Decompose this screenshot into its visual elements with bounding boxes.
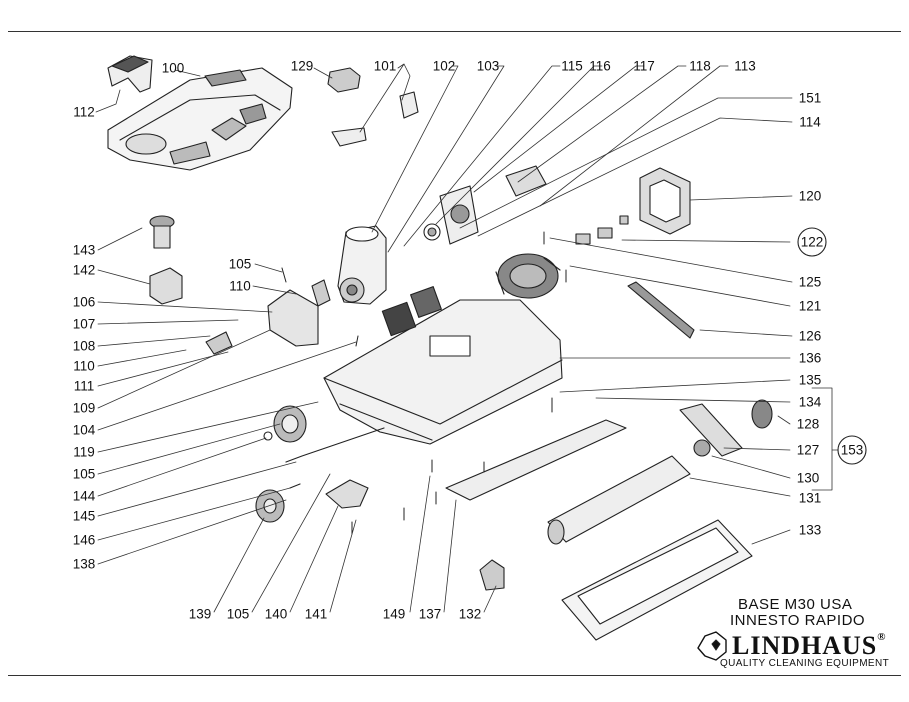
top-cover-part xyxy=(107,67,293,171)
callout-circle-153 xyxy=(837,435,867,465)
leader-lines xyxy=(95,63,841,613)
washer-part xyxy=(263,431,273,441)
label-142: 142 xyxy=(72,262,96,278)
label-118: 118 xyxy=(689,58,711,74)
label-145: 145 xyxy=(72,508,96,524)
label-139: 139 xyxy=(188,606,212,622)
label-130: 130 xyxy=(796,470,820,486)
label-103: 103 xyxy=(476,58,500,74)
latch-part xyxy=(205,331,233,355)
label-117: 117 xyxy=(633,58,655,74)
bearing-part xyxy=(693,439,711,457)
label-153: 153 xyxy=(840,442,864,458)
label-106: 106 xyxy=(72,294,96,310)
label-151: 151 xyxy=(798,90,822,106)
lever-part xyxy=(325,479,369,509)
label-138: 138 xyxy=(72,556,96,572)
knob-part xyxy=(149,215,175,249)
fittings-part xyxy=(575,215,629,245)
label-129: 129 xyxy=(290,58,314,74)
label-110-left: 110 xyxy=(73,358,95,374)
label-133: 133 xyxy=(798,522,822,538)
wheel-second-part xyxy=(255,489,285,523)
label-149: 149 xyxy=(382,606,406,622)
label-105-left: 105 xyxy=(72,466,96,482)
flap-part xyxy=(331,127,367,147)
label-144: 144 xyxy=(72,488,96,504)
label-119: 119 xyxy=(73,444,95,460)
motor-housing-part xyxy=(337,225,387,305)
wheel-part xyxy=(273,405,307,443)
end-cap-part xyxy=(479,559,505,591)
label-111: 111 xyxy=(73,378,95,394)
label-146: 146 xyxy=(72,532,96,548)
brand-emblem-icon xyxy=(697,631,727,661)
label-132: 132 xyxy=(458,606,482,622)
label-134: 134 xyxy=(798,394,822,410)
label-137: 137 xyxy=(418,606,442,622)
label-109: 109 xyxy=(72,400,96,416)
brand-name: LINDHAUS xyxy=(732,631,878,660)
label-110-top: 110 xyxy=(229,278,251,294)
mounting-plate-part xyxy=(423,185,479,245)
label-126: 126 xyxy=(798,328,822,344)
label-105-bottom: 105 xyxy=(226,606,250,622)
label-104: 104 xyxy=(72,422,96,438)
bracket-part xyxy=(311,279,331,307)
label-112: 112 xyxy=(73,104,95,120)
label-105-top: 105 xyxy=(228,256,252,272)
label-121: 121 xyxy=(798,298,822,314)
base-plate-part xyxy=(561,519,753,641)
label-143: 143 xyxy=(72,242,96,258)
label-100: 100 xyxy=(161,60,185,76)
screws xyxy=(281,231,567,535)
label-113: 113 xyxy=(734,58,756,74)
side-cover-part xyxy=(267,289,319,347)
label-131: 131 xyxy=(798,490,822,506)
block-part xyxy=(149,267,183,305)
filter-frame-part xyxy=(639,167,691,235)
bottom-rule xyxy=(8,675,901,676)
trademark-mark: ® xyxy=(877,631,887,643)
bumper-part xyxy=(445,419,627,501)
label-135: 135 xyxy=(798,372,822,388)
motor-part xyxy=(495,253,561,299)
cap-part xyxy=(327,67,361,93)
label-101: 101 xyxy=(373,58,397,74)
chassis-part xyxy=(323,286,563,445)
label-107: 107 xyxy=(72,316,96,332)
label-114: 114 xyxy=(799,114,821,130)
label-125: 125 xyxy=(798,274,822,290)
label-122: 122 xyxy=(800,234,824,250)
brand-logo: LINDHAUS® xyxy=(732,631,886,661)
top-rule xyxy=(8,31,901,32)
bearing-bracket-part xyxy=(679,403,743,457)
label-140: 140 xyxy=(264,606,288,622)
caption-line-2: INNESTO RAPIDO xyxy=(730,612,866,629)
brush-roll-part xyxy=(547,455,691,545)
label-120: 120 xyxy=(798,188,822,204)
callout-circle-122 xyxy=(797,227,827,257)
label-127: 127 xyxy=(796,442,820,458)
drive-belt-part xyxy=(627,281,695,339)
label-102: 102 xyxy=(432,58,456,74)
pulley-part xyxy=(751,399,773,429)
label-116: 116 xyxy=(589,58,611,74)
brand-tagline: QUALITY CLEANING EQUIPMENT xyxy=(720,658,890,669)
clip-part xyxy=(107,55,153,93)
label-108: 108 xyxy=(72,338,96,354)
axle-part xyxy=(285,427,385,489)
switch-part xyxy=(505,165,547,197)
label-115: 115 xyxy=(561,58,583,74)
label-136: 136 xyxy=(798,350,822,366)
caption-line-1: BASE M30 USA xyxy=(738,596,853,613)
flap-small-part xyxy=(399,91,419,119)
label-141: 141 xyxy=(304,606,328,622)
label-128: 128 xyxy=(796,416,820,432)
